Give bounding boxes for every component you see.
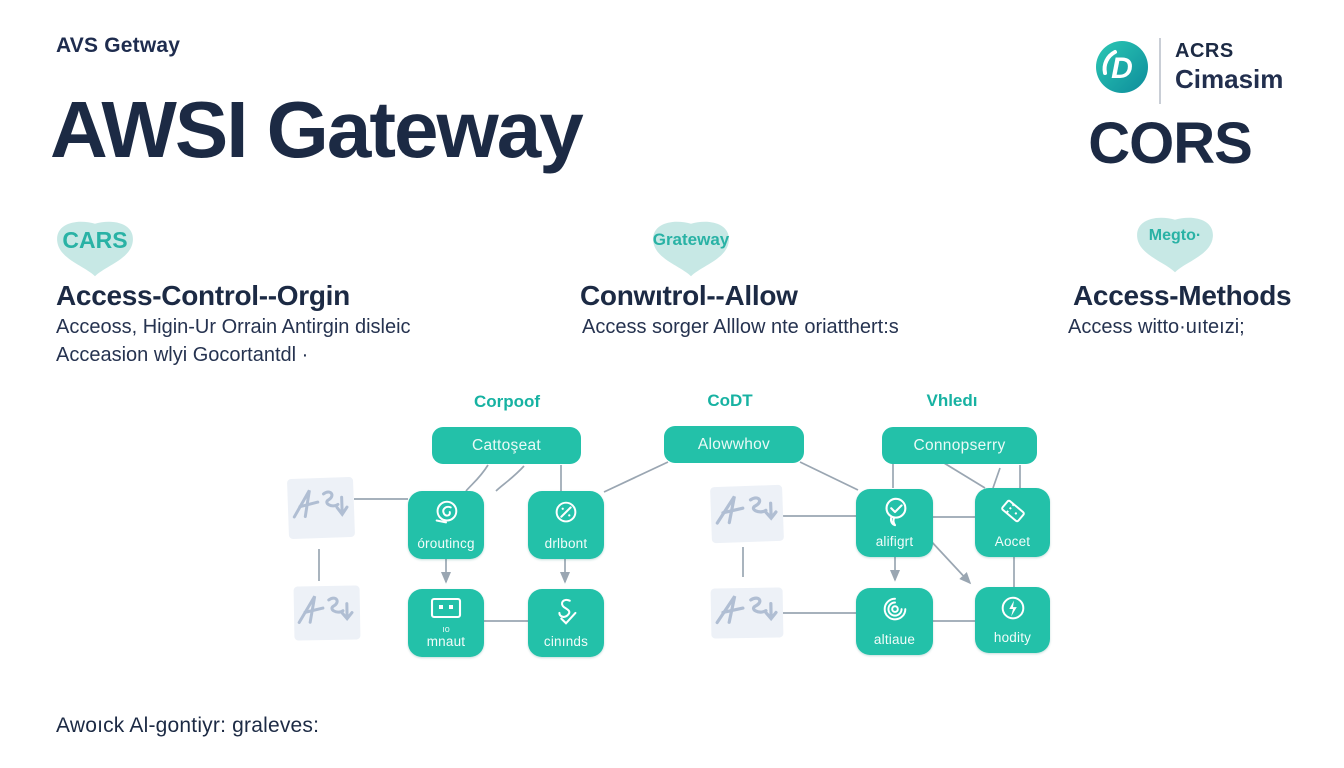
cors-wordmark: CORS — [1088, 111, 1253, 176]
node-label: drlbont — [544, 536, 588, 551]
svg-text:D: D — [1111, 52, 1133, 85]
badge-cars: CARS — [52, 216, 138, 278]
node-label: óroutincg — [417, 536, 475, 551]
badge-gateway: Grateway — [648, 216, 734, 278]
ribbon-check-icon — [549, 589, 583, 633]
node-routing: óroutincg — [408, 491, 484, 559]
cluster-label-1: Corpoof — [473, 392, 541, 411]
swirl-circle-icon — [429, 491, 463, 533]
brand-logo: D ACRS Cimasim — [1087, 36, 1307, 106]
scribble-shape — [293, 585, 361, 641]
column1-subline2: Acceasion wlyi Gocortantdl · — [56, 344, 309, 366]
check-bubble-icon — [878, 489, 912, 533]
node-drlbont: drlbont — [528, 491, 604, 559]
cluster-label-3: Vhledı — [926, 391, 978, 410]
tag-icon — [996, 488, 1030, 532]
column2-heading: Conwıtrol--Allow — [580, 280, 798, 311]
column1-subline1: Acceoss, Higin-Ur Orrain Antirgin dislei… — [56, 316, 411, 338]
node-aocet: Aocet — [975, 488, 1050, 557]
column2-subline1: Access sorger Alllow nte oriatthert:s — [582, 316, 899, 338]
bolt-circle-icon — [996, 587, 1030, 629]
node-mnaut: ıo mnaut — [408, 589, 484, 657]
node-label: cinınds — [543, 634, 589, 649]
node-hodity: hodity — [975, 587, 1050, 653]
footer-note: Awoıck Al-gontiyr: graleves: — [56, 714, 320, 737]
badge-megto: Megto· — [1132, 212, 1218, 274]
pill-cattoseat: Cattoşeat — [432, 427, 581, 464]
slash-circle-icon — [549, 491, 583, 533]
logo-name: Cimasim — [1175, 64, 1284, 94]
node-altiaue: altiaue — [856, 588, 933, 655]
node-label: altiaue — [873, 632, 916, 647]
node-label: mnaut — [426, 634, 466, 649]
badge-blob-icon — [1137, 217, 1213, 273]
page-title: AWSI Gateway — [50, 85, 584, 174]
cluster-label-2: CoDT — [707, 391, 753, 410]
column3-subline1: Access witto·uıteızi; — [1068, 316, 1245, 338]
node-caption: ıo — [442, 624, 450, 634]
spiral-icon — [878, 588, 912, 630]
pill-connopserry: Connopserry — [882, 427, 1037, 464]
node-label: hodity — [993, 630, 1032, 645]
node-label: Aocet — [994, 534, 1031, 549]
scribble-shape — [710, 484, 784, 544]
column3-heading: Access-Methods — [1073, 280, 1292, 311]
node-alifigrt: alifigrt — [856, 489, 933, 557]
node-cininds: cinınds — [528, 589, 604, 657]
teal-d-logo-icon: D — [1095, 40, 1149, 94]
badge-label: Grateway — [652, 230, 730, 249]
node-label: alifigrt — [875, 534, 914, 549]
logo-divider — [1159, 38, 1161, 104]
scribble-shape — [286, 476, 356, 540]
column1-heading: Access-Control--Orgin — [56, 280, 350, 311]
logo-acronym: ACRS — [1175, 40, 1234, 62]
badge-label: Megto· — [1148, 227, 1202, 244]
pill-alowwhov: Alowwhov — [664, 426, 804, 463]
badge-label: CARS — [62, 227, 128, 253]
badge-blob-icon — [653, 221, 729, 277]
eyebrow-title: AVS Getway — [56, 34, 181, 57]
badge-blob-icon — [57, 221, 133, 277]
socket-icon — [426, 589, 466, 627]
scribble-shape — [710, 587, 784, 639]
